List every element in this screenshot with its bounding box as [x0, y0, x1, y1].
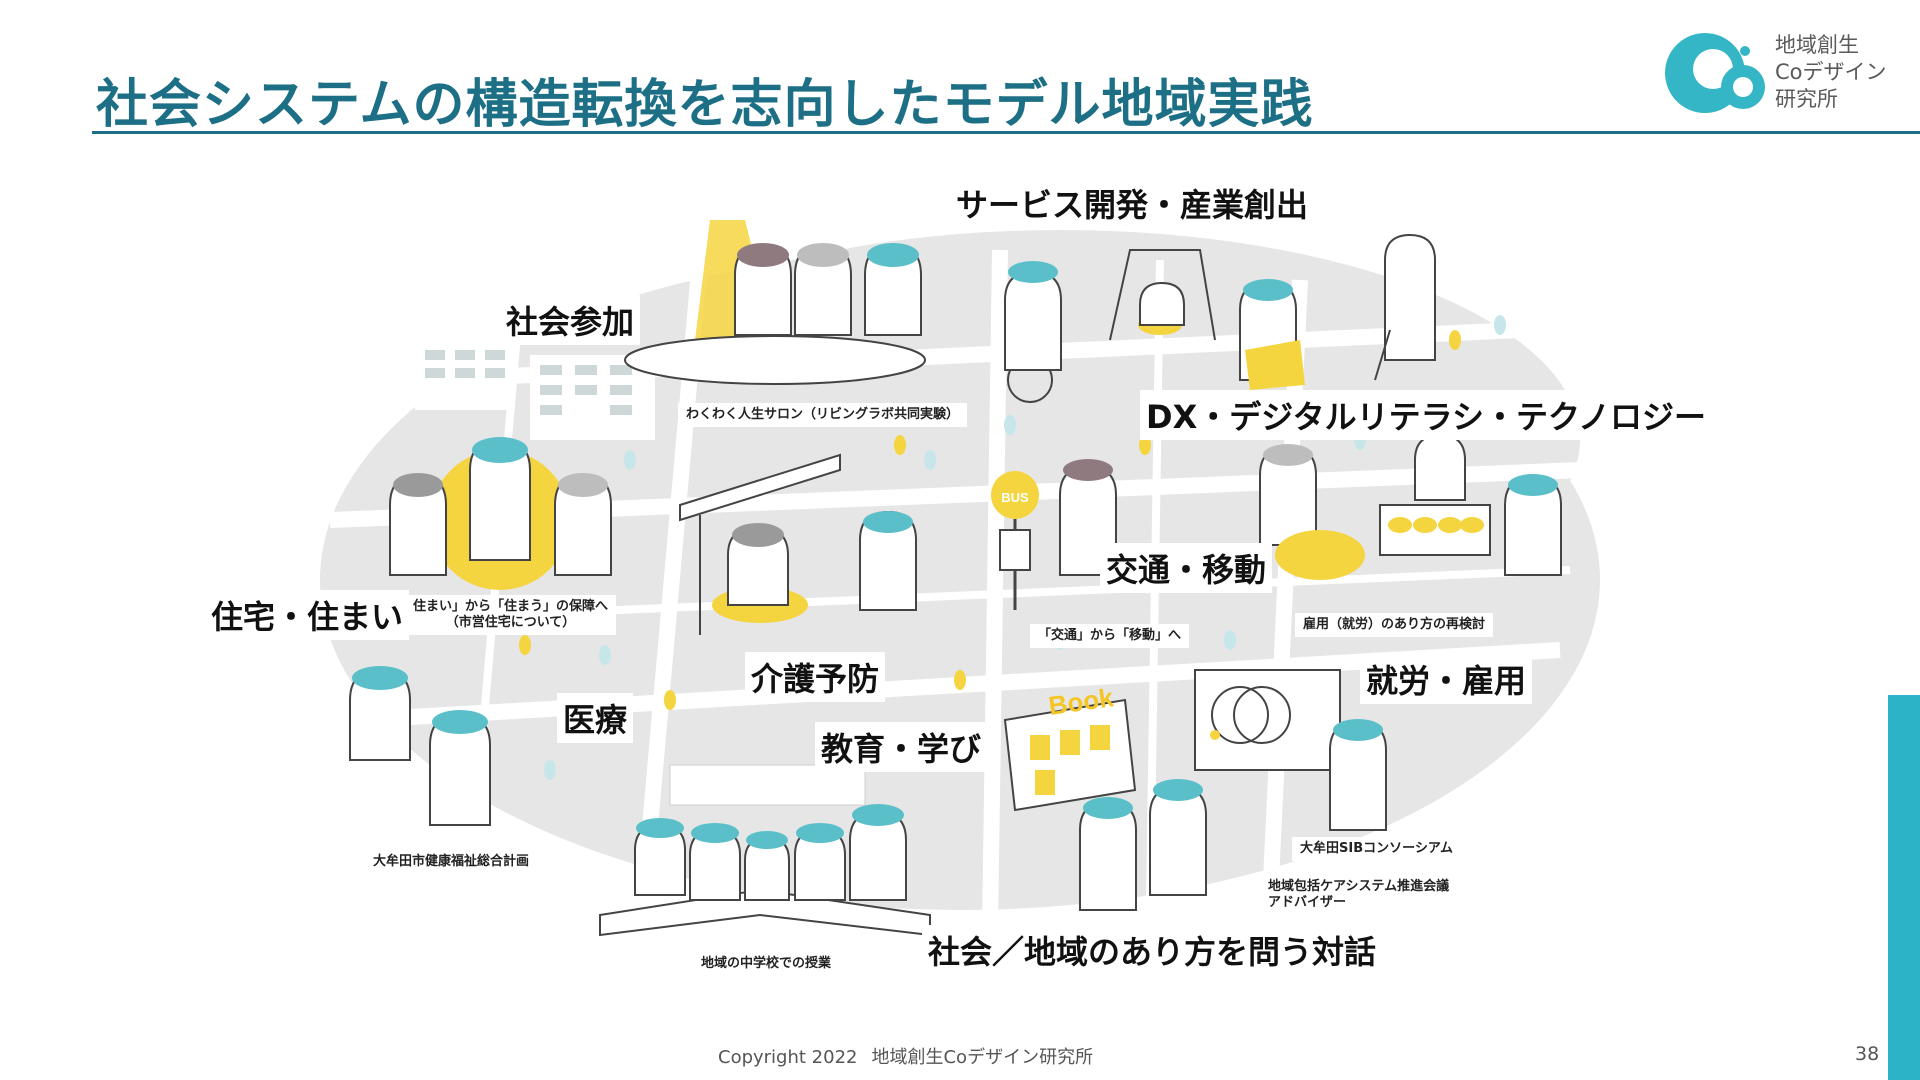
- caption-school: 地域の中学校での授業: [693, 952, 840, 976]
- label-dx: DX・デジタルリテラシ・テクノロジー: [1140, 390, 1713, 440]
- caption-transport: 「交通」から「移動」へ: [1030, 624, 1190, 648]
- logo-text: 地域創生 Coデザイン 研究所: [1775, 33, 1887, 111]
- label-transport: 交通・移動: [1100, 543, 1273, 593]
- caption-salon: わくわく人生サロン（リビングラボ共同実験）: [678, 403, 968, 427]
- title-underline: [92, 131, 1920, 134]
- page-title: 社会システムの構造転換を志向したモデル地域実践: [96, 75, 1314, 135]
- service-development-illustration: [1004, 233, 1436, 403]
- label-housing: 住宅・住まい: [205, 590, 410, 640]
- label-employment: 就労・雇用: [1360, 654, 1533, 704]
- label-service-development: サービス開発・産業創出: [950, 178, 1315, 228]
- education-illustration: Book: [1003, 682, 1207, 911]
- caption-housing: 住まい」から「住まう」の保障へ （市営住宅について）: [405, 595, 617, 635]
- side-accent-bar: [1888, 695, 1920, 1080]
- employment-illustration: [1194, 669, 1387, 831]
- label-medical: 医療: [557, 693, 634, 743]
- label-social-participation: 社会参加: [500, 295, 641, 345]
- salon-people-illustration: [624, 220, 926, 385]
- label-dialogue: 社会／地域のあり方を問う対話: [922, 925, 1383, 975]
- caption-sib: 大牟田SIBコンソーシアム: [1292, 837, 1461, 861]
- page-number: 38: [1855, 1043, 1880, 1065]
- label-care-prevention: 介護予防: [745, 652, 886, 702]
- dx-workers-illustration: [1259, 433, 1562, 580]
- housing-people-illustration: [389, 437, 612, 590]
- care-prevention-illustration: [679, 453, 917, 635]
- apartment-building-icon: [415, 340, 655, 440]
- caption-employment: 雇用（就労）のあり方の再検討: [1295, 613, 1494, 637]
- svg-text:BUS: BUS: [1001, 490, 1029, 505]
- label-education: 教育・学び: [815, 722, 988, 772]
- caption-omuta-plan: 大牟田市健康福祉総合計画: [365, 850, 538, 874]
- co-logo-icon: [1665, 33, 1765, 113]
- medical-illustration: [349, 666, 491, 826]
- caption-care-advisor: 地域包括ケアシステム推進会議 アドバイザー: [1260, 875, 1458, 915]
